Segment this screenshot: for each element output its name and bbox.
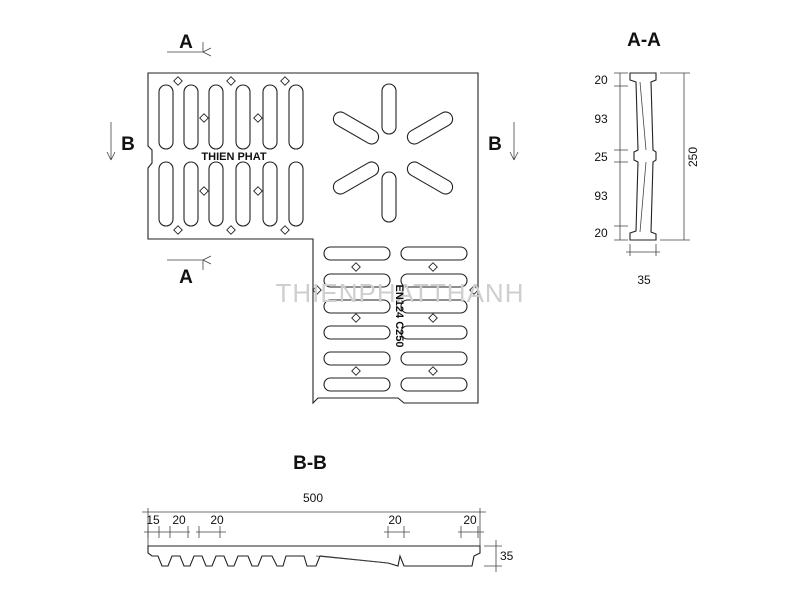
aa-dim-middle: 25 bbox=[594, 150, 608, 164]
slot bbox=[332, 111, 380, 145]
slot bbox=[262, 161, 278, 227]
section-b-left-label: B bbox=[121, 134, 135, 155]
slot bbox=[158, 161, 174, 227]
diamond-mark bbox=[351, 262, 361, 272]
aa-dim-upper: 93 bbox=[594, 112, 608, 126]
watermark-text: THIENPHATTHANH bbox=[276, 278, 525, 308]
bb-dim-depth: 35 bbox=[500, 549, 514, 563]
bb-dim-edge: 15 bbox=[146, 513, 160, 527]
diamond-mark bbox=[428, 366, 438, 376]
section-marker-b-right: B bbox=[488, 122, 519, 161]
aa-dim-width: 35 bbox=[637, 273, 651, 287]
diamond-mark bbox=[253, 186, 263, 196]
slot bbox=[323, 325, 391, 340]
diamond-mark bbox=[351, 313, 361, 323]
aa-dim-height: 250 bbox=[686, 147, 700, 167]
slot bbox=[235, 161, 251, 227]
vertical-slots-top bbox=[158, 84, 304, 150]
section-aa: A-A 20 93 25 93 20 250 35 bbox=[594, 30, 700, 287]
diamond-mark bbox=[428, 313, 438, 323]
section-aa-profile bbox=[629, 72, 657, 241]
slot bbox=[332, 161, 380, 195]
slot bbox=[381, 83, 397, 135]
vertical-slots-bottom bbox=[158, 161, 304, 227]
diamond-mark bbox=[199, 186, 209, 196]
section-marker-a-top: A bbox=[167, 32, 212, 57]
bb-dim-overall: 500 bbox=[303, 491, 323, 505]
slot bbox=[323, 351, 391, 366]
section-aa-title: A-A bbox=[627, 30, 661, 51]
slot bbox=[183, 84, 199, 150]
slot bbox=[158, 84, 174, 150]
diamond-mark bbox=[226, 76, 236, 86]
section-bb-profile bbox=[147, 545, 481, 567]
diamond-mark bbox=[312, 285, 322, 295]
aa-dim-lower: 93 bbox=[594, 189, 608, 203]
slot bbox=[400, 351, 468, 366]
diamond-mark bbox=[280, 76, 290, 86]
slot bbox=[208, 84, 224, 150]
brand-text: THIEN PHAT bbox=[201, 151, 266, 163]
slot bbox=[406, 111, 454, 145]
diamond-marks-lower bbox=[312, 262, 479, 376]
section-a-top-label: A bbox=[179, 32, 193, 53]
slot bbox=[262, 84, 278, 150]
rating-text: EN124 C250 bbox=[393, 285, 405, 348]
section-bb-title: B-B bbox=[293, 453, 327, 474]
slot bbox=[323, 246, 391, 261]
slot bbox=[400, 377, 468, 392]
bb-dim-first-gap: 20 bbox=[172, 513, 186, 527]
diamond-mark bbox=[253, 113, 263, 123]
diamond-mark bbox=[199, 113, 209, 123]
horizontal-slots bbox=[323, 246, 468, 392]
diamond-marks-left bbox=[173, 76, 290, 235]
section-bb: B-B 500 15 20 20 20 20 35 bbox=[142, 453, 514, 572]
bb-dim-right-gap: 20 bbox=[388, 513, 402, 527]
slot bbox=[400, 273, 468, 288]
diamond-mark bbox=[173, 225, 183, 235]
slot bbox=[235, 84, 251, 150]
section-marker-b-left: B bbox=[106, 122, 135, 161]
slot bbox=[381, 171, 397, 223]
aa-dim-top: 20 bbox=[594, 73, 608, 87]
slot bbox=[288, 84, 304, 150]
slot bbox=[400, 299, 468, 314]
diamond-mark bbox=[469, 285, 479, 295]
slot bbox=[323, 377, 391, 392]
plate-outline bbox=[147, 72, 479, 405]
radial-slots bbox=[332, 83, 454, 223]
slot bbox=[323, 273, 391, 288]
section-a-bottom-label: A bbox=[179, 267, 193, 288]
slot bbox=[183, 161, 199, 227]
slot bbox=[400, 246, 468, 261]
slot bbox=[400, 325, 468, 340]
slot bbox=[208, 161, 224, 227]
bb-dim-second-gap: 20 bbox=[210, 513, 224, 527]
section-b-right-label: B bbox=[488, 134, 502, 155]
plan-view: THIEN PHAT bbox=[147, 72, 525, 405]
slot bbox=[406, 161, 454, 195]
slot bbox=[323, 299, 391, 314]
slot bbox=[288, 161, 304, 227]
diamond-mark bbox=[351, 366, 361, 376]
bb-dim-right-edge: 20 bbox=[463, 513, 477, 527]
aa-dim-bottom: 20 bbox=[594, 226, 608, 240]
diamond-mark bbox=[280, 225, 290, 235]
diamond-mark bbox=[226, 225, 236, 235]
section-marker-a-bottom: A bbox=[167, 255, 212, 288]
diamond-mark bbox=[428, 262, 438, 272]
diamond-mark bbox=[173, 76, 183, 86]
